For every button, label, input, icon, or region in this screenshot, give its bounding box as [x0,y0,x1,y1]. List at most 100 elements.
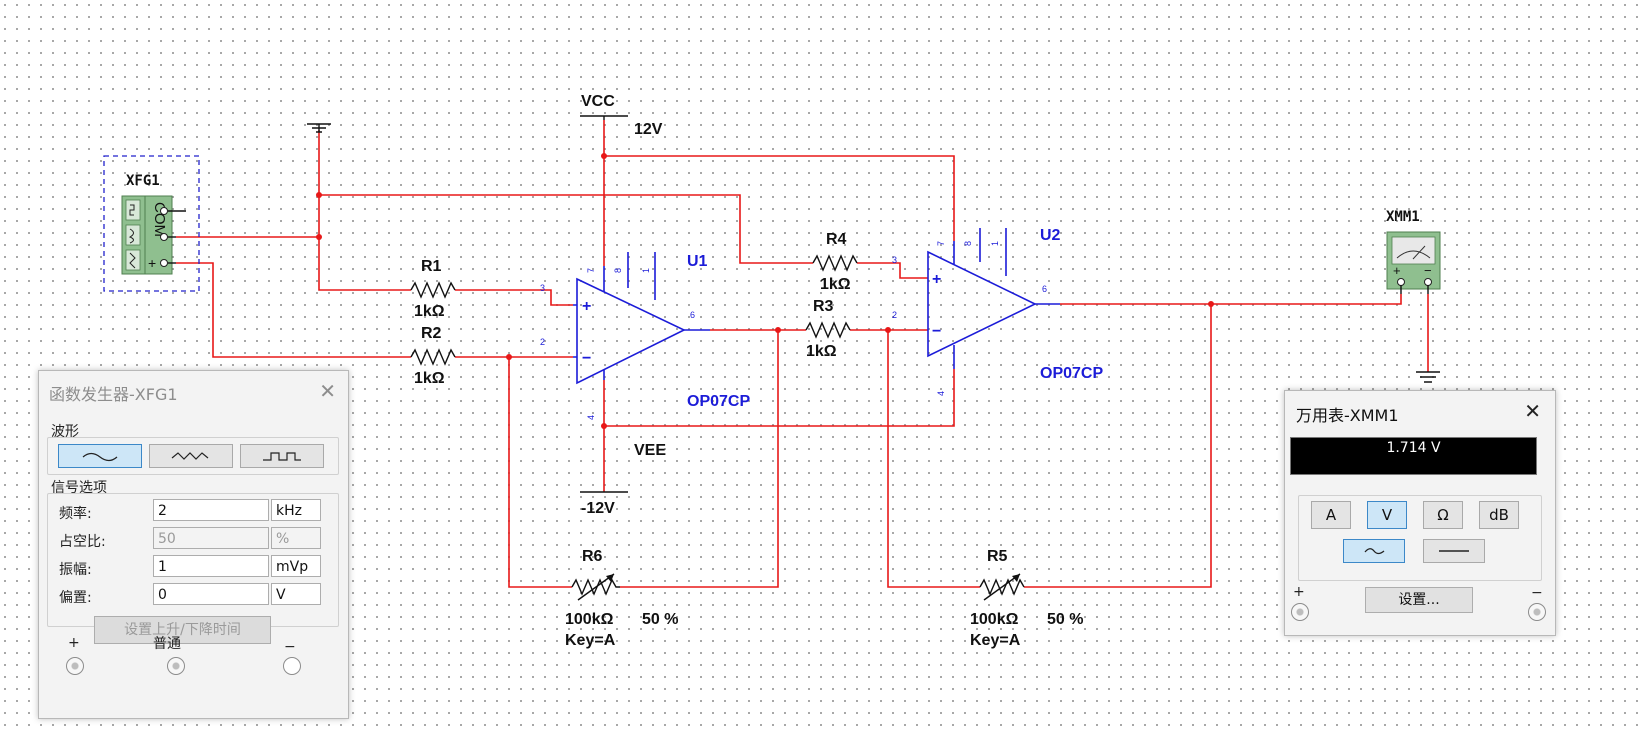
mm-plus-label: + [1293,584,1305,600]
r4-value: 1kΩ [820,276,851,293]
mode-group [1298,495,1542,581]
offset-unit-select[interactable]: V [271,583,321,605]
r3-name: R3 [813,298,834,315]
fg-window-title: 函数发生器-XFG1 [49,385,178,404]
fg-common-terminal[interactable] [167,657,185,675]
meter-reading-display: 1.714 V [1290,437,1537,475]
settings-button[interactable]: 设置... [1365,587,1473,613]
r4-name: R4 [826,231,847,248]
waveform-group [47,437,339,475]
u2-minus: − [932,323,941,340]
mm-window-title: 万用表-XMM1 [1296,406,1399,425]
r1-value: 1kΩ [414,303,445,320]
mode-ohm-button[interactable]: Ω [1423,501,1463,529]
xfg1-label: XFG1 [126,173,160,189]
ground-symbol-meter [1416,371,1440,383]
opamp-u1[interactable]: + − U1 OP07CP 3 2 6 7 8 1 4 [540,252,750,420]
r5-key: Key=A [970,632,1021,649]
junction-dots [316,153,1214,429]
resistor-r1[interactable]: R1 1kΩ [410,258,456,320]
r6-key: Key=A [565,632,616,649]
amplitude-input[interactable]: 1 [153,555,269,577]
svg-text:8: 8 [963,241,973,246]
offset-input[interactable]: 0 [153,583,269,605]
dc-coupling-button[interactable] [1423,539,1485,563]
svg-text:7: 7 [936,241,946,246]
fg-plus-terminal[interactable] [66,657,84,675]
r5-name: R5 [987,548,1008,565]
svg-text:7: 7 [586,268,596,273]
r6-percent: 50 % [642,611,678,628]
multimeter-window[interactable]: 万用表-XMM1 ✕ 1.714 V A V Ω dB + − 设置... [1284,390,1556,636]
resistor-r2[interactable]: R2 1kΩ [410,325,456,387]
vcc-value: 12V [634,121,663,138]
r2-name: R2 [421,325,442,342]
vcc-label: VCC [581,93,615,110]
function-generator-xfg1[interactable]: XFG1 COM + [103,155,200,292]
r1-name: R1 [421,258,442,275]
xmm1-plus-label: + [1393,263,1401,278]
fg-minus-terminal[interactable] [283,657,301,675]
frequency-input[interactable]: 2 [153,499,269,521]
r5-percent: 50 % [1047,611,1083,628]
u2-plus: + [932,271,941,288]
rise-fall-time-button: 设置上升/下降时间 [94,616,271,644]
dc-line-icon [1439,550,1469,552]
mm-plus-terminal[interactable] [1291,603,1309,621]
multimeter-xmm1[interactable]: XMM1 + − [1386,209,1441,294]
mode-volt-button[interactable]: V [1367,501,1407,529]
mm-minus-label: − [1531,585,1543,601]
xmm1-minus-label: − [1424,263,1432,278]
frequency-label: 频率: [59,506,92,522]
close-icon[interactable]: ✕ [319,379,336,403]
resistor-r3[interactable]: R3 1kΩ [805,298,851,360]
fg-plus-label: + [68,635,80,651]
svg-text:4: 4 [586,415,596,420]
svg-text:1: 1 [641,268,651,273]
sine-wave-button[interactable] [58,444,142,468]
ac-coupling-button[interactable] [1343,539,1405,563]
close-icon[interactable]: ✕ [1524,399,1541,423]
sine-wave-icon [82,452,118,462]
r3-value: 1kΩ [806,343,837,360]
svg-text:4: 4 [936,391,946,396]
amplitude-unit-select[interactable]: mVp [271,555,321,577]
svg-text:6: 6 [690,310,695,320]
duty-cycle-unit: % [271,527,321,549]
svg-text:8: 8 [613,268,623,273]
signal-options-label: 信号选项 [51,480,107,496]
u2-name: U2 [1040,227,1061,244]
fg-minus-label: − [284,639,296,655]
mm-minus-terminal[interactable] [1528,603,1546,621]
potentiometer-r5[interactable]: R5 100kΩ 50 % Key=A [970,548,1083,649]
u1-model: OP07CP [687,393,750,410]
u1-name: U1 [687,253,708,270]
svg-text:2: 2 [540,337,545,347]
vee-source: VEE -12V [580,442,666,517]
u1-plus: + [582,298,591,315]
fg-common-label: 普通 [153,636,181,652]
mode-ampere-button[interactable]: A [1311,501,1351,529]
svg-text:3: 3 [540,283,545,293]
wires [176,120,1429,588]
frequency-unit-select[interactable]: kHz [271,499,321,521]
svg-text:3: 3 [892,255,897,265]
potentiometer-r6[interactable]: R6 100kΩ 50 % Key=A [565,548,678,649]
opamp-u2[interactable]: + − U2 OP07CP 3 2 6 7 8 1 4 [892,227,1103,396]
triangle-wave-icon [171,452,209,460]
triangle-wave-button[interactable] [149,444,233,468]
mode-db-button[interactable]: dB [1479,501,1519,529]
u2-model: OP07CP [1040,365,1103,382]
duty-cycle-label: 占空比: [59,534,106,550]
r2-value: 1kΩ [414,370,445,387]
resistor-r4[interactable]: R4 1kΩ [812,231,858,293]
r6-value: 100kΩ [565,611,614,628]
square-wave-button[interactable] [240,444,324,468]
duty-cycle-input: 50 [153,527,269,549]
ac-wave-icon [1364,548,1385,555]
xfg1-com-label: COM [151,202,168,237]
waveform-section-label: 波形 [51,424,79,440]
r5-value: 100kΩ [970,611,1019,628]
function-generator-window[interactable]: 函数发生器-XFG1 ✕ 波形 信号选项 频率: 2 kHz 占空比: 50 %… [38,370,349,719]
